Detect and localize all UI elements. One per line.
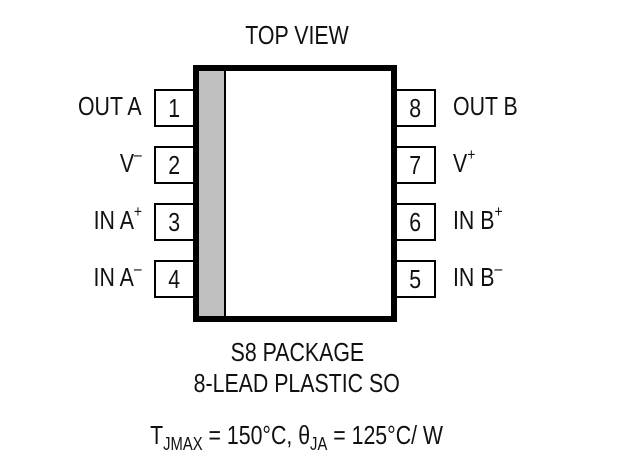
- pin-3: 3: [154, 203, 193, 241]
- package-name: S8 PACKAGE: [230, 337, 364, 367]
- package-description: 8-LEAD PLASTIC SO: [193, 368, 401, 398]
- pin-6: 6: [397, 203, 436, 241]
- pin-1-label: OUT A: [78, 91, 142, 121]
- thermal-spec: TJMAX = 150°C, θJA = 125°C/ W: [150, 420, 444, 455]
- pin-4-label: IN A–: [93, 259, 142, 292]
- pin-7: 7: [397, 146, 436, 184]
- pin-6-label: IN B+: [453, 202, 503, 235]
- pin1-indicator-stripe: [199, 71, 226, 316]
- pin-5: 5: [397, 260, 436, 298]
- pin-2: 2: [154, 146, 193, 184]
- pin-8: 8: [397, 89, 436, 127]
- pin-7-label: V+: [453, 145, 476, 178]
- view-title: TOP VIEW: [245, 20, 349, 50]
- pin-3-label: IN A+: [93, 202, 142, 235]
- pin-1: 1: [154, 89, 193, 127]
- package-body: [193, 65, 397, 322]
- pin-5-label: IN B–: [453, 259, 503, 292]
- pin-2-label: V–: [120, 145, 142, 178]
- pin-8-label: OUT B: [453, 91, 518, 121]
- pin-4: 4: [154, 260, 193, 298]
